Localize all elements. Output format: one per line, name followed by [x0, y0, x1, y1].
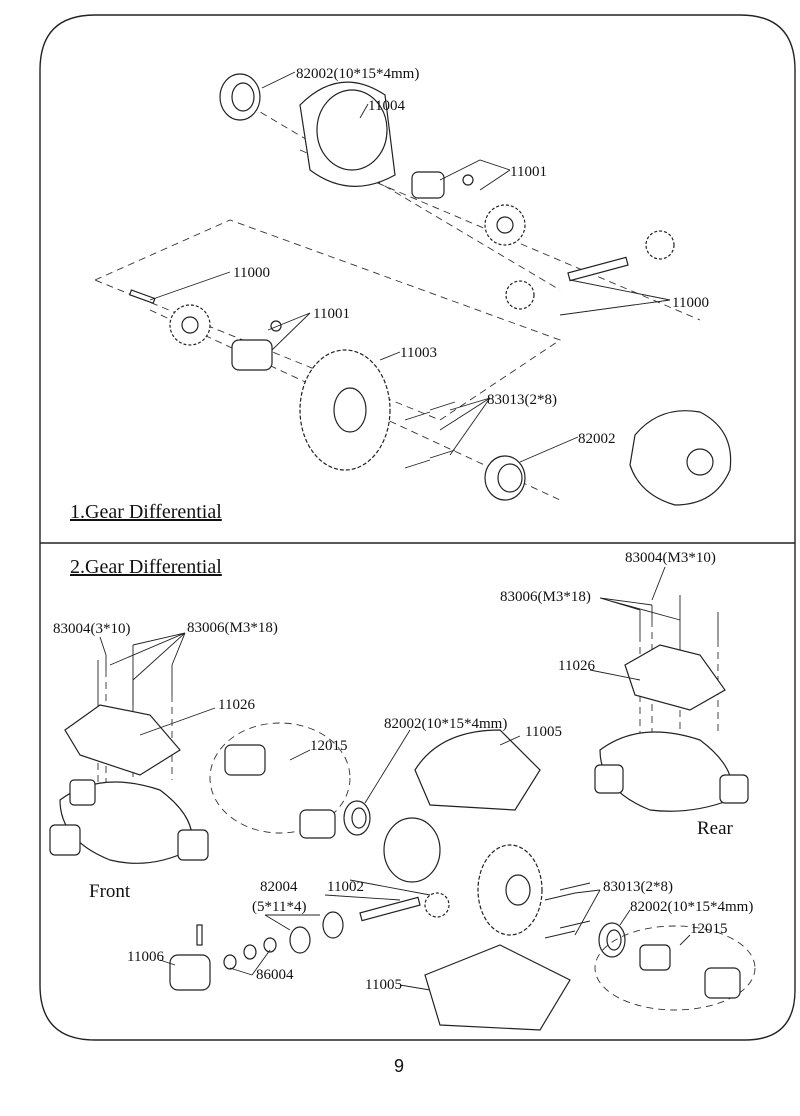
part-label: 12015	[310, 738, 348, 754]
cvd-12015-group-outline	[209, 722, 351, 834]
section2-leader-lines	[99, 566, 691, 991]
part-label: 11003	[400, 345, 437, 361]
rear-label: Rear	[697, 818, 734, 839]
part-label: (5*11*4)	[252, 899, 306, 915]
part-label: 82002(10*15*4mm)	[630, 899, 753, 915]
bearing-82002-right	[598, 922, 626, 958]
part-label: 11000	[672, 295, 709, 311]
screws-83013-top	[404, 401, 456, 469]
part-label: 11006	[127, 949, 164, 965]
part-label: 83013(2*8)	[487, 392, 557, 408]
part-label: 83013(2*8)	[603, 879, 673, 895]
part-label: 86004	[256, 967, 294, 983]
section2-title: 2.Gear Differential	[70, 556, 222, 578]
section1-title: 1.Gear Differential	[70, 501, 222, 523]
page-frame	[39, 14, 796, 1041]
ring-gear-11003	[299, 349, 391, 471]
part-label: 11001	[510, 164, 547, 180]
section2-diagram	[49, 566, 756, 1031]
part-label: 11000	[233, 265, 270, 281]
part-label: 11005	[525, 724, 562, 740]
front-label: Front	[89, 881, 131, 902]
diff-case-11004	[299, 81, 396, 187]
section1-diagram	[93, 71, 732, 506]
assembled-differential	[629, 410, 732, 506]
rear-diff-assembly	[594, 731, 749, 812]
part-label: 11026	[218, 697, 255, 713]
outdrive-11001-left	[231, 320, 282, 371]
mount-11026-rear	[624, 644, 726, 711]
housing-11005-bottom	[424, 944, 571, 1031]
pin-11000-left	[128, 289, 156, 305]
assembly-guide-lines	[93, 219, 561, 421]
diff-case-mid	[383, 817, 441, 883]
bearing-82002-mid	[343, 800, 371, 836]
part-label: 83004(3*10)	[53, 621, 131, 637]
shims-86004	[223, 937, 277, 970]
pinion-11002	[359, 892, 450, 922]
pinion-cup-11006	[169, 924, 211, 991]
part-label: 11026	[558, 658, 595, 674]
housing-11005-top	[414, 729, 541, 811]
section1-leader-lines	[149, 71, 671, 463]
screws-83013-mid	[544, 882, 591, 939]
cross-pin-11000-right	[505, 230, 675, 310]
cvd-12015-left	[224, 744, 336, 839]
bevel-gear-left	[169, 304, 211, 346]
part-label: 83006(M3*18)	[500, 589, 591, 605]
front-diff-assembly	[49, 779, 209, 864]
ring-gear-mid	[477, 844, 543, 936]
bearing-82002-bottom	[484, 455, 526, 501]
page-number: 9	[394, 1056, 404, 1076]
part-label: 11002	[327, 879, 364, 895]
mount-11026-front	[64, 704, 181, 776]
bearing-82002-top	[219, 73, 261, 121]
cvd-12015-right	[639, 944, 741, 999]
part-label: 11005	[365, 977, 402, 993]
part-label: 82002	[578, 431, 616, 447]
outdrive-11001-top	[411, 171, 474, 199]
assembly-axis-lines	[149, 99, 701, 501]
bevel-gear-top	[484, 204, 526, 246]
part-label: 82002(10*15*4mm)	[384, 716, 507, 732]
part-label: 11001	[313, 306, 350, 322]
part-label: 83006(M3*18)	[187, 620, 278, 636]
part-label: 11004	[368, 98, 405, 114]
part-label: 82004	[260, 879, 298, 895]
cvd-12015-right-outline	[594, 925, 756, 1011]
part-label: 83004(M3*10)	[625, 550, 716, 566]
part-label: 82002(10*15*4mm)	[296, 66, 419, 82]
part-label: 12015	[690, 921, 728, 937]
bearings-82004	[289, 911, 344, 954]
